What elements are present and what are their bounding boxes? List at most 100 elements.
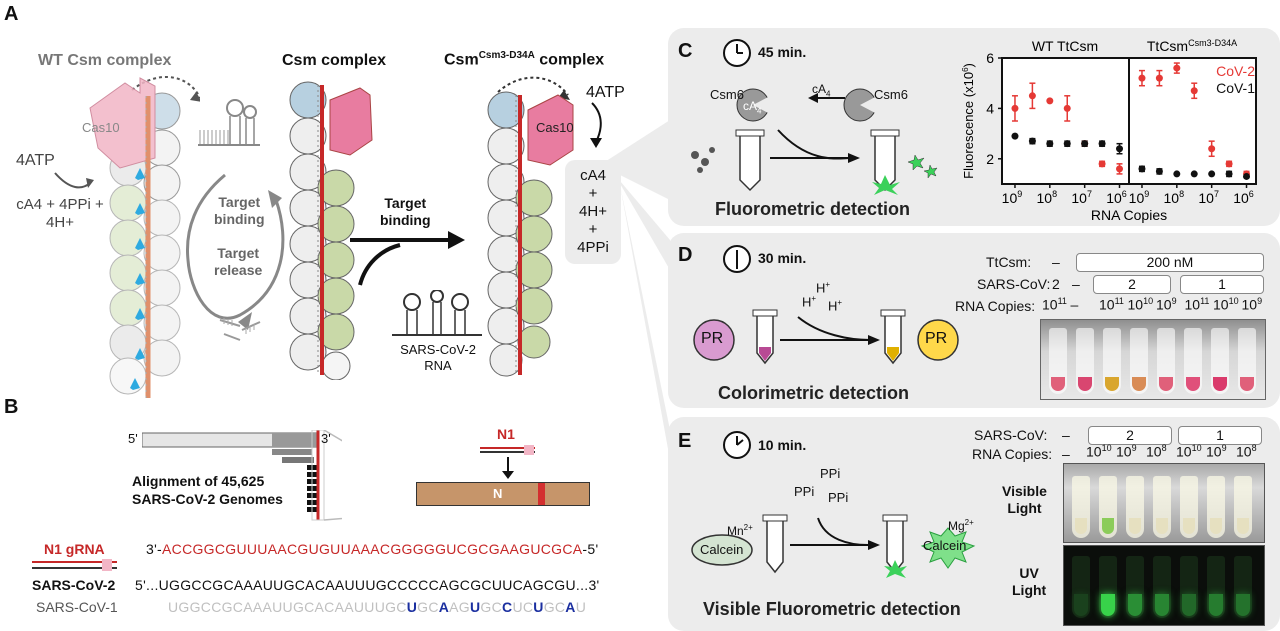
rna-copies-value: 109 xyxy=(1241,296,1263,313)
h-plus-3: H+ xyxy=(828,298,843,314)
rna-copies-value: 1011 xyxy=(1184,296,1210,313)
rna-copies-value: 1010 xyxy=(1086,443,1112,460)
colorimetric-caption: Colorimetric detection xyxy=(718,383,910,403)
x-tick-label: 107 xyxy=(1071,189,1092,206)
uv-light-tube xyxy=(1180,556,1198,618)
clock-icon-d xyxy=(723,245,751,273)
legend-cov1: CoV-1 xyxy=(1216,80,1255,96)
h-plus-1: H+ xyxy=(816,280,831,296)
cov1-mismatch-base: U xyxy=(469,599,481,615)
x-tick-label: 106 xyxy=(1233,189,1254,206)
target-binding-arrow xyxy=(350,231,465,286)
data-point xyxy=(1173,170,1181,178)
colorimetric-tube xyxy=(1049,328,1067,394)
y-tick-label: 6 xyxy=(986,50,994,66)
data-point xyxy=(1046,97,1054,105)
visible-fluorometric-caption: Visible Fluorometric detection xyxy=(703,599,961,619)
sars2-pill-e: 2 xyxy=(1088,426,1172,445)
cov1-sequence-segment: UGGCCGCAAAUUGCACAAUUUGC xyxy=(168,599,407,615)
visible-line1: Visible xyxy=(1002,483,1047,499)
csm6-left-label: Csm6 xyxy=(710,87,744,102)
y-tick-label: 4 xyxy=(986,100,994,116)
sars-label-d: SARS-CoV: xyxy=(977,276,1051,292)
n1-grna-label: N1 gRNA xyxy=(44,541,105,557)
product-ppi: 4PPi xyxy=(577,239,609,256)
target-binding-arrow-label: Target binding xyxy=(380,195,431,229)
rna-copies-value: 109 xyxy=(1206,443,1227,460)
clock-icon-c xyxy=(723,39,751,67)
data-point xyxy=(1098,160,1106,168)
cov1-mismatch-base: C xyxy=(502,599,513,615)
ppi-2: PPi xyxy=(794,484,815,499)
target-release-line2: release xyxy=(214,262,263,278)
data-point xyxy=(1116,145,1124,153)
cov1-sequence-segment: U xyxy=(575,599,587,615)
csm-mutant-complex-diagram xyxy=(487,76,574,377)
mg-label: Mg2+ xyxy=(948,518,974,533)
chart-panel-title: TtCsmCsm3-D34A xyxy=(1147,38,1237,54)
data-point xyxy=(1028,137,1036,145)
visible-light-tube xyxy=(1072,476,1090,538)
colorimetric-tube xyxy=(1076,328,1094,394)
cov1-sequence-segment: GC xyxy=(543,599,566,615)
sars-rna-line2: RNA xyxy=(424,358,452,373)
colorimetric-tube xyxy=(1130,328,1148,394)
atp-left: 4ATP xyxy=(16,152,55,169)
uv-light-tube-photo xyxy=(1063,545,1265,626)
data-point xyxy=(1081,140,1089,148)
cov1-mismatch-base: U xyxy=(533,599,544,615)
products-left-line2: 4H+ xyxy=(46,214,74,231)
fluorometric-scheme xyxy=(691,88,938,195)
rna-copies-value: 1011 xyxy=(1099,296,1124,313)
time-c: 45 min. xyxy=(758,44,807,60)
wt-cas10-label: Cas10 xyxy=(82,120,120,135)
data-point xyxy=(1225,170,1233,178)
csm6-right-label: Csm6 xyxy=(874,87,908,102)
csm-title: Csm complex xyxy=(282,52,387,69)
grna-sequence: 3'-ACCGGCGUUUAACGUGUUAAACGGGGGUCGCGAAGUC… xyxy=(146,541,599,557)
x-tick-label: 106 xyxy=(1106,189,1127,206)
data-point xyxy=(1138,165,1146,173)
rna-copies-value: 1010 xyxy=(1127,296,1154,313)
x-tick-label: 107 xyxy=(1198,189,1219,206)
rna-copies-value: 108 xyxy=(1236,443,1257,460)
data-point xyxy=(1116,165,1124,173)
x-tick-label: 109 xyxy=(1002,189,1023,206)
uv-line1: UV xyxy=(1019,565,1039,581)
time-e: 10 min. xyxy=(758,437,807,453)
data-point xyxy=(1046,140,1054,148)
data-point xyxy=(1063,104,1071,112)
genome-alignment-diagram xyxy=(142,430,342,521)
sars-dash-e: – xyxy=(1062,427,1070,443)
time-d: 30 min. xyxy=(758,250,807,266)
data-point xyxy=(1173,64,1181,72)
target-release-label: Target release xyxy=(214,245,262,279)
panel-d-letter: D xyxy=(678,244,693,266)
sars-dash-d: – xyxy=(1072,276,1080,292)
panel-c-letter: C xyxy=(678,40,693,62)
colorimetric-scheme xyxy=(693,309,959,365)
colorimetric-tube xyxy=(1184,328,1202,394)
target-binding-cycle-line1: Target xyxy=(218,194,261,210)
sars1-pill-d: 1 xyxy=(1180,275,1264,294)
sars-cov-2-rna-diagram xyxy=(392,290,482,336)
target-binding-cycle-label: Target binding xyxy=(214,194,265,228)
atp-left-arrow xyxy=(54,172,94,189)
grna-sequence-bases: ACCGGCGUUUAACGUGUUAAACGGGGGUCGCGAAGUCGCA xyxy=(162,541,583,557)
x-tick-label: 109 xyxy=(1129,189,1150,206)
legend-cov2: CoV-2 xyxy=(1216,63,1255,79)
target-cycle-diagram xyxy=(186,99,285,341)
clock-icon-e xyxy=(723,431,751,459)
visible-line2: Light xyxy=(1007,500,1042,516)
colorimetric-tube xyxy=(1103,328,1121,394)
h-plus-2: H+ xyxy=(802,294,817,310)
sars-label-e: SARS-CoV: xyxy=(974,427,1048,443)
wt-csm-title: WT Csm complex xyxy=(38,52,172,69)
products-left: cA4 + 4PPi + 4H+ xyxy=(14,196,106,232)
ca4-free-label: cA4 xyxy=(812,82,831,99)
ca4-bound-label: cA4 xyxy=(743,99,762,116)
csm-mutant-title: CsmCsm3-D34A complex xyxy=(444,50,605,69)
